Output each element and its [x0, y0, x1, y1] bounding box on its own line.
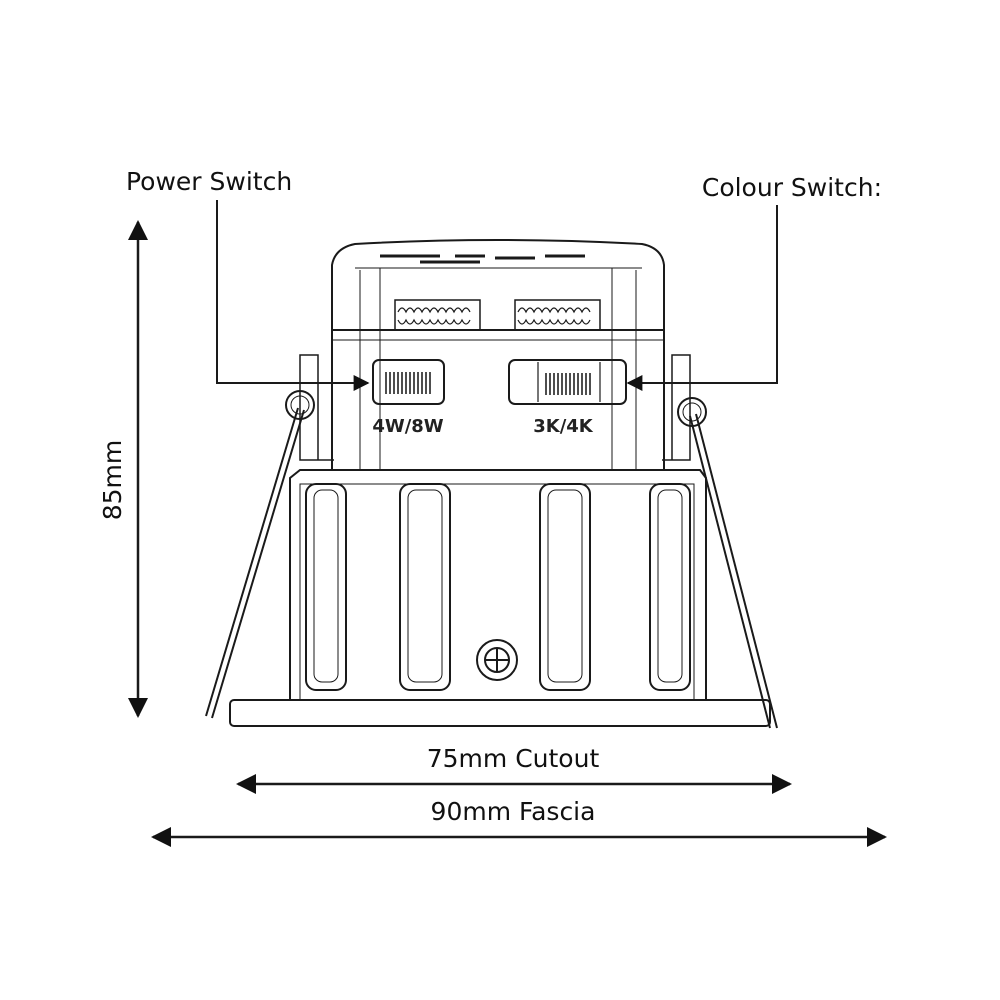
power-switch-leader-arrow — [216, 200, 370, 391]
power-switch[interactable] — [372, 359, 445, 405]
power-switch-label: Power Switch — [126, 167, 292, 196]
driver-box — [299, 239, 691, 471]
fascia-dimension-label: 90mm Fascia — [431, 797, 596, 826]
colour-switch[interactable] — [508, 359, 627, 405]
cutout-dimension-label: 75mm Cutout — [427, 744, 600, 773]
spring-clip-left — [205, 390, 315, 719]
colour-switch-leader-arrow — [626, 205, 778, 391]
spring-clip-right — [677, 397, 778, 729]
colour-switch-label: Colour Switch: — [702, 173, 882, 202]
height-dimension-label: 85mm — [98, 440, 127, 521]
heat-sink — [289, 469, 707, 700]
colour-switch-setting-label: 3K/4K — [533, 416, 594, 437]
fascia-plate — [229, 699, 771, 727]
power-switch-setting-label: 4W/8W — [372, 416, 443, 437]
screw — [476, 639, 518, 681]
